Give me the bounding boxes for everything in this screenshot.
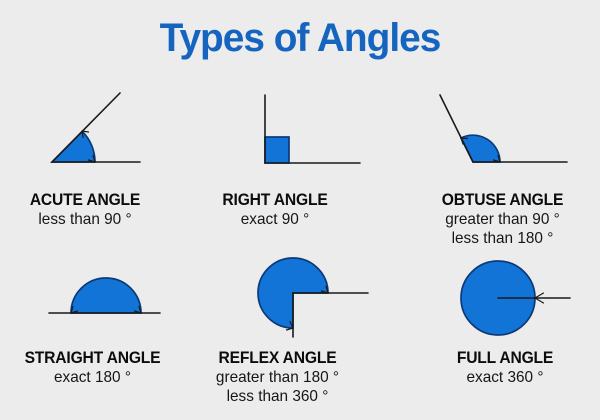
angle-name: FULL ANGLE: [456, 348, 554, 367]
reflex-angle-sector: [257, 257, 329, 329]
arc-arrowhead: [133, 305, 142, 314]
obtuse-angle-wedge: [459, 134, 501, 163]
acute-angle-wedge: [49, 130, 96, 163]
right-angle-square-marker: [264, 136, 290, 164]
acute-angle-label: ACUTE ANGLE less than 90 °: [5, 189, 165, 229]
acute-angle-figure: [49, 92, 141, 163]
full-angle-figure: [460, 260, 571, 336]
angle-description: less than 360 °: [226, 388, 329, 405]
arc-arrowhead: [534, 292, 545, 304]
arc-arrowhead: [70, 305, 79, 314]
angle-name: STRAIGHT ANGLE: [24, 348, 161, 367]
angle-description: exact 360 °: [466, 369, 544, 386]
reflex-angle-figure: [257, 257, 369, 338]
straight-angle-figure: [48, 277, 161, 314]
angle-description: greater than 180 °: [215, 369, 340, 386]
angle-description: less than 180 °: [451, 230, 554, 247]
angle-name: OBTUSE ANGLE: [441, 190, 564, 209]
arc-arrowhead: [320, 285, 329, 294]
page-title: Types of Angles: [159, 16, 442, 60]
arc-arrowhead: [87, 154, 96, 163]
right-angle-figure: [264, 94, 361, 164]
angle-description: less than 90 °: [38, 211, 132, 228]
arc-arrowhead: [81, 130, 90, 139]
angle-name: RIGHT ANGLE: [222, 190, 328, 209]
arc-arrowhead: [492, 154, 501, 163]
angle-description: greater than 90 °: [445, 211, 560, 228]
straight-angle-semicircle: [70, 277, 142, 314]
arc-arrowhead: [460, 137, 469, 145]
angle-description: exact 90 °: [240, 211, 310, 228]
straight-angle-label: STRAIGHT ANGLE exact 180 °: [5, 347, 180, 387]
obtuse-angle-label: OBTUSE ANGLE greater than 90 ° less than…: [400, 189, 600, 248]
obtuse-angle-terminal-ray: [439, 94, 474, 163]
right-angle-label: RIGHT ANGLE exact 90 °: [190, 189, 360, 229]
angle-name: REFLEX ANGLE: [218, 348, 337, 367]
angle-name: ACUTE ANGLE: [29, 190, 141, 209]
reflex-angle-label: REFLEX ANGLE greater than 180 ° less tha…: [185, 347, 370, 406]
arc-arrowhead: [285, 320, 294, 331]
acute-angle-terminal-ray: [51, 92, 121, 163]
full-angle-label: FULL ANGLE exact 360 °: [400, 347, 600, 387]
angle-description: exact 180 °: [53, 369, 132, 386]
obtuse-angle-figure: [439, 94, 568, 163]
